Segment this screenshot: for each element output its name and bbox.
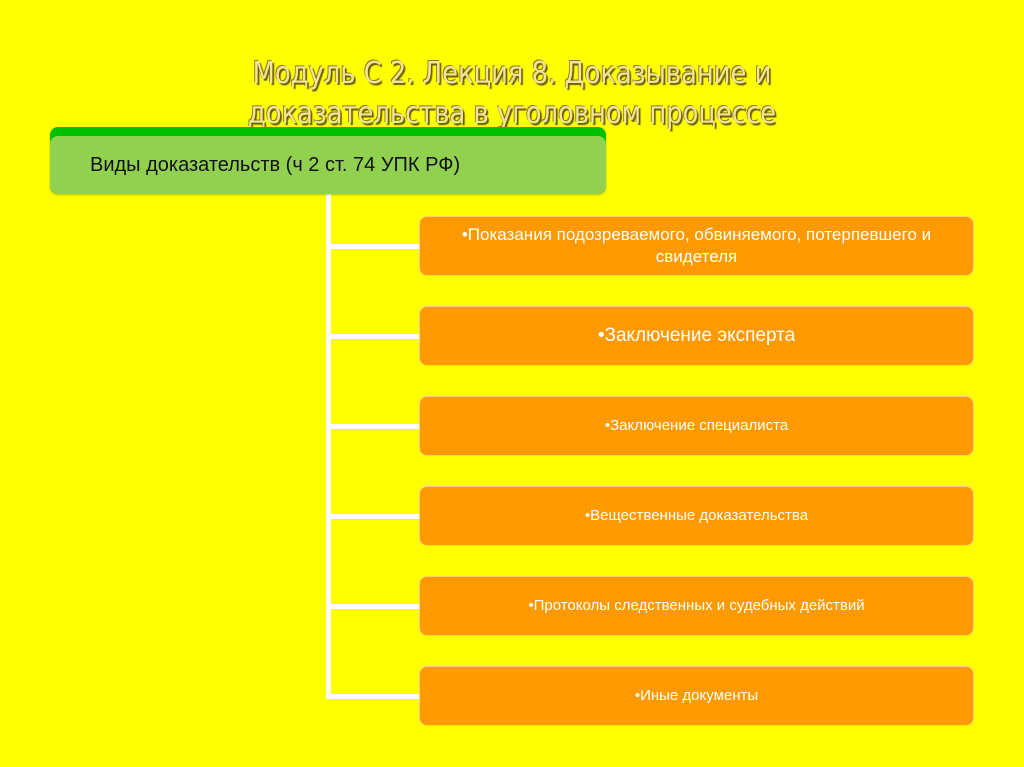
evidence-type-node: •Показания подозреваемого, обвиняемого, … xyxy=(419,216,974,276)
connector-trunk xyxy=(326,194,331,699)
evidence-type-node: •Иные документы xyxy=(419,666,974,726)
slide-title-line-2: доказательства в уголовном процессе xyxy=(247,96,777,131)
connector-branch xyxy=(326,244,419,249)
evidence-type-node: •Заключение специалиста xyxy=(419,396,974,456)
connector-branch xyxy=(326,424,419,429)
slide-title-line-1: Модуль С 2. Лекция 8. Доказывание и xyxy=(252,56,772,91)
connector-branch xyxy=(326,694,419,699)
evidence-type-node: •Вещественные доказательства xyxy=(419,486,974,546)
connector-branch xyxy=(326,514,419,519)
connector-branch xyxy=(326,604,419,609)
evidence-type-node: •Заключение эксперта xyxy=(419,306,974,366)
root-node: Виды доказательств (ч 2 ст. 74 УПК РФ) xyxy=(50,127,606,194)
connector-branch xyxy=(326,334,419,339)
root-node-label: Виды доказательств (ч 2 ст. 74 УПК РФ) xyxy=(50,136,606,194)
evidence-type-node: •Протоколы следственных и судебных дейст… xyxy=(419,576,974,636)
